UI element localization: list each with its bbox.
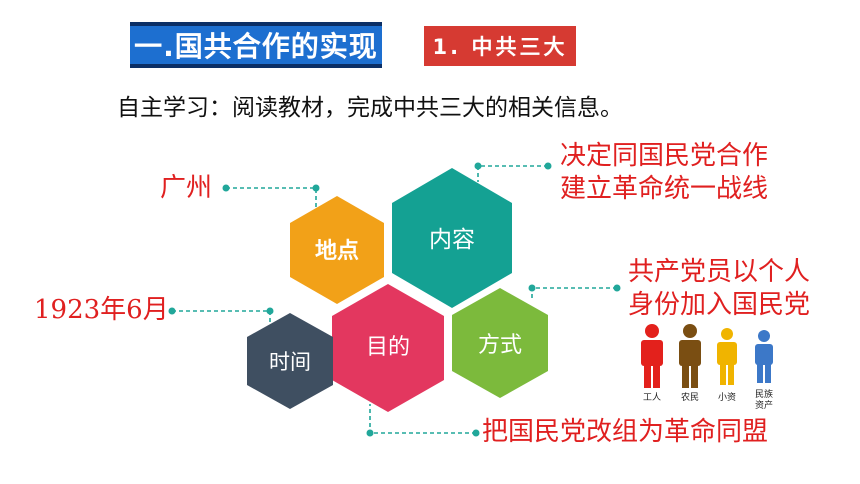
answer-method-line2: 身份加入国民党 bbox=[628, 290, 811, 320]
connector-time bbox=[172, 310, 271, 330]
hex-content bbox=[392, 168, 512, 308]
dot bbox=[528, 284, 536, 292]
connector-location bbox=[226, 187, 317, 212]
peasant-label: 农民 bbox=[681, 391, 699, 403]
connector-dots bbox=[168, 162, 621, 437]
hex-location-label: 地点 bbox=[315, 238, 359, 264]
worker-label: 工人 bbox=[643, 392, 661, 403]
dot bbox=[266, 307, 274, 315]
peasant-figure-icon bbox=[679, 324, 701, 388]
answer-method-line1: 共产党员以个人 bbox=[628, 257, 811, 287]
dot bbox=[472, 429, 480, 437]
subsection-tag-text: 1. 中共三大 bbox=[432, 35, 568, 59]
answer-content: 决定同国民党合作 建立革命统一战线 bbox=[560, 140, 768, 206]
hex-purpose bbox=[332, 284, 444, 412]
hex-location bbox=[290, 196, 384, 304]
petty-figure-icon bbox=[717, 328, 737, 385]
dot bbox=[544, 162, 552, 170]
answer-content-line2: 建立革命统一战线 bbox=[560, 174, 769, 204]
answer-method: 共产党员以个人 身份加入国民党 bbox=[628, 256, 810, 322]
hex-method bbox=[452, 288, 548, 398]
national-label-1: 民族 bbox=[755, 388, 773, 400]
answer-time: 1923年6月 bbox=[34, 295, 169, 325]
dot bbox=[222, 184, 230, 192]
connector-content bbox=[477, 165, 548, 182]
hex-purpose-label: 目的 bbox=[366, 335, 410, 360]
dot bbox=[474, 162, 482, 170]
hex-time bbox=[247, 313, 333, 409]
worker-figure-icon bbox=[641, 324, 663, 388]
national-bourgeoisie-figure-icon bbox=[755, 330, 773, 383]
section-title: 一.国共合作的实现 bbox=[134, 30, 378, 63]
national-label-2: 资产 bbox=[755, 399, 773, 411]
answer-location: 广州 bbox=[160, 173, 213, 203]
dot bbox=[366, 429, 374, 437]
petty-label: 小资 bbox=[718, 392, 736, 403]
dot bbox=[312, 184, 320, 192]
hex-time-label: 时间 bbox=[269, 350, 311, 374]
hex-content-label: 内容 bbox=[429, 227, 475, 253]
hex-method-label: 方式 bbox=[478, 333, 522, 358]
intro-text: 自主学习：阅读教材，完成中共三大的相关信息。 bbox=[117, 95, 623, 121]
subsection-tag: 1. 中共三大 bbox=[424, 26, 576, 66]
answer-purpose: 把国民党改组为革命同盟 bbox=[482, 417, 769, 447]
section-title-box: 一.国共合作的实现 bbox=[130, 22, 382, 68]
connector-method bbox=[531, 287, 617, 300]
answer-content-line1: 决定同国民党合作 bbox=[560, 141, 769, 171]
dot bbox=[613, 284, 621, 292]
dot bbox=[168, 307, 176, 315]
